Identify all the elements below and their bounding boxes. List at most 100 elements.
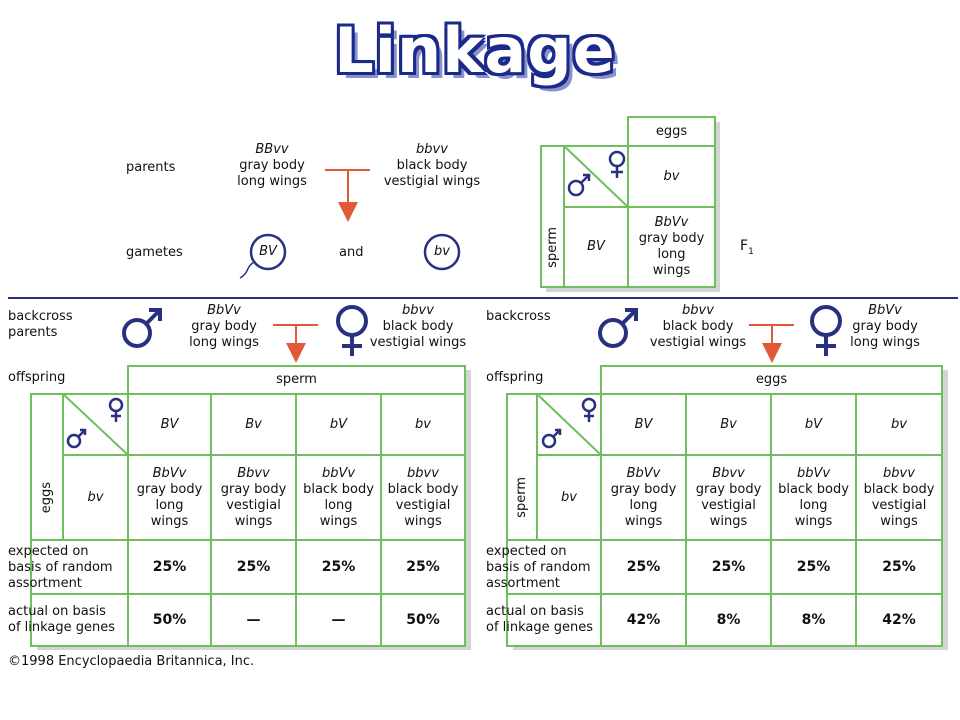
parent2-line1: black body	[396, 158, 468, 173]
left-offspring-2-line2: vestigial	[226, 497, 281, 513]
right-offspring-label: offspring	[486, 370, 544, 385]
left-female-text: bbvv black body vestigial wings	[362, 303, 474, 351]
right-backcross-label: backcross	[486, 309, 551, 324]
left-side-label: eggs	[39, 481, 54, 514]
right-offspring-1-genotype: BbVv	[626, 465, 661, 481]
left-actual-1: 50%	[152, 612, 187, 628]
right-gamete-2: Bv	[720, 416, 737, 432]
right-actual-label-line2: of linkage genes	[486, 620, 594, 635]
right-actual-3: 8%	[801, 612, 826, 628]
left-offspring-2-genotype: Bbvv	[237, 465, 270, 481]
f1-generation-label: F1	[740, 238, 754, 260]
f1-offspring-line3: wings	[652, 263, 691, 278]
gamete1-label: BV	[259, 244, 277, 259]
left-gamete-3: bV	[329, 416, 348, 432]
right-expected-label-line3: assortment	[486, 576, 560, 591]
right-offspring-4-line3: wings	[880, 513, 918, 529]
left-male-line2: long wings	[189, 335, 259, 350]
left-expected-1: 25%	[152, 559, 187, 575]
left-male-text: BbVv gray body long wings	[176, 303, 272, 351]
left-actual-2: —	[246, 612, 261, 628]
left-parents-label: parents	[8, 325, 58, 340]
page-title: Linkage	[334, 14, 616, 87]
f1-offspring-line2: long	[657, 247, 686, 262]
right-gamete-4: bv	[891, 416, 907, 432]
parent2-genotype: bbvv	[416, 142, 448, 157]
gamete-circle-bv-lower	[423, 233, 461, 271]
left-expected-label-line3: assortment	[8, 576, 82, 591]
left-offspring-label: offspring	[8, 370, 66, 385]
right-female-genotype: BbVv	[868, 303, 902, 318]
f1-egg-gamete: bv	[663, 168, 680, 184]
right-offspring-3-line2: long	[799, 497, 828, 513]
left-offspring-2-line3: wings	[234, 513, 273, 529]
left-actual-label-line2: of linkage genes	[8, 620, 116, 635]
right-offspring-4-line2: vestigial	[871, 497, 927, 513]
right-expected-label-line1: expected on	[486, 544, 567, 559]
left-offspring-1-genotype: BbVv	[152, 465, 187, 481]
right-male-genotype: bbvv	[682, 303, 714, 318]
right-expected-4: 25%	[882, 559, 916, 575]
left-offspring-3-genotype: bbVv	[321, 465, 356, 481]
gamete2-label: bv	[434, 244, 450, 259]
right-expected-label-line2: basis of random	[486, 560, 591, 575]
male-symbol-right-large	[598, 308, 638, 348]
parent1-line2: long wings	[237, 174, 307, 189]
right-offspring-2-line1: gray body	[695, 481, 762, 497]
right-female-line1: gray body	[852, 319, 918, 334]
right-actual-2: 8%	[716, 612, 741, 628]
left-actual-label-line1: actual on basis	[8, 604, 106, 619]
left-offspring-2-line1: gray body	[220, 481, 287, 497]
left-offspring-4-line2: vestigial	[395, 497, 451, 513]
female-symbol-left-large	[336, 305, 368, 356]
left-offspring-4-line1: black body	[387, 481, 459, 497]
left-row-gamete: bv	[87, 489, 104, 505]
left-offspring-3-line2: long	[324, 497, 353, 513]
left-actual-label: actual on basis of linkage genes	[8, 604, 115, 636]
f1-offspring-line1: gray body	[638, 231, 705, 246]
left-offspring-1-line1: gray body	[136, 481, 203, 497]
cross-arrow-right	[749, 324, 794, 363]
section-divider	[8, 297, 958, 299]
left-actual-4: 50%	[406, 612, 440, 628]
right-actual-1: 42%	[626, 612, 661, 628]
left-offspring-1-line2: long	[155, 497, 184, 513]
left-backcross-label: backcross	[8, 309, 73, 324]
right-offspring-1-line2: long	[629, 497, 658, 513]
right-actual-label: actual on basis of linkage genes	[486, 604, 593, 636]
cross-arrow-left	[273, 324, 318, 363]
right-header-eggs: eggs	[755, 372, 788, 387]
right-male-line2: vestigial wings	[649, 335, 747, 350]
right-male-text: bbvv black body vestigial wings	[646, 303, 750, 351]
right-offspring-3-line1: black body	[778, 481, 849, 497]
and-label: and	[339, 245, 364, 260]
right-actual-4: 42%	[882, 612, 916, 628]
right-offspring-1-line3: wings	[624, 513, 663, 529]
right-expected-3: 25%	[796, 559, 831, 575]
right-offspring-4-genotype: bbvv	[883, 465, 915, 481]
left-offspring-3-line3: wings	[319, 513, 358, 529]
parent1-text: BBvv gray body long wings	[222, 142, 322, 190]
male-symbol-left-grid	[66, 428, 87, 449]
gamete-circle-bv-upper	[239, 233, 287, 279]
left-gamete-1: BV	[160, 416, 179, 432]
right-offspring-1-line1: gray body	[610, 481, 677, 497]
right-offspring-2-line3: wings	[709, 513, 748, 529]
f1-eggs-header: eggs	[655, 123, 688, 139]
left-header-sperm: sperm	[276, 372, 317, 387]
female-symbol-f1	[608, 150, 626, 178]
right-side-label: sperm	[514, 477, 529, 518]
left-side-label-cell: eggs	[31, 455, 63, 540]
right-offspring-3-genotype: bbVv	[796, 465, 831, 481]
f1-sperm-label-cell: sperm	[541, 207, 564, 287]
female-symbol-left-grid	[108, 397, 124, 422]
left-female-genotype: bbvv	[402, 303, 434, 318]
left-offspring-4-line3: wings	[404, 513, 442, 529]
